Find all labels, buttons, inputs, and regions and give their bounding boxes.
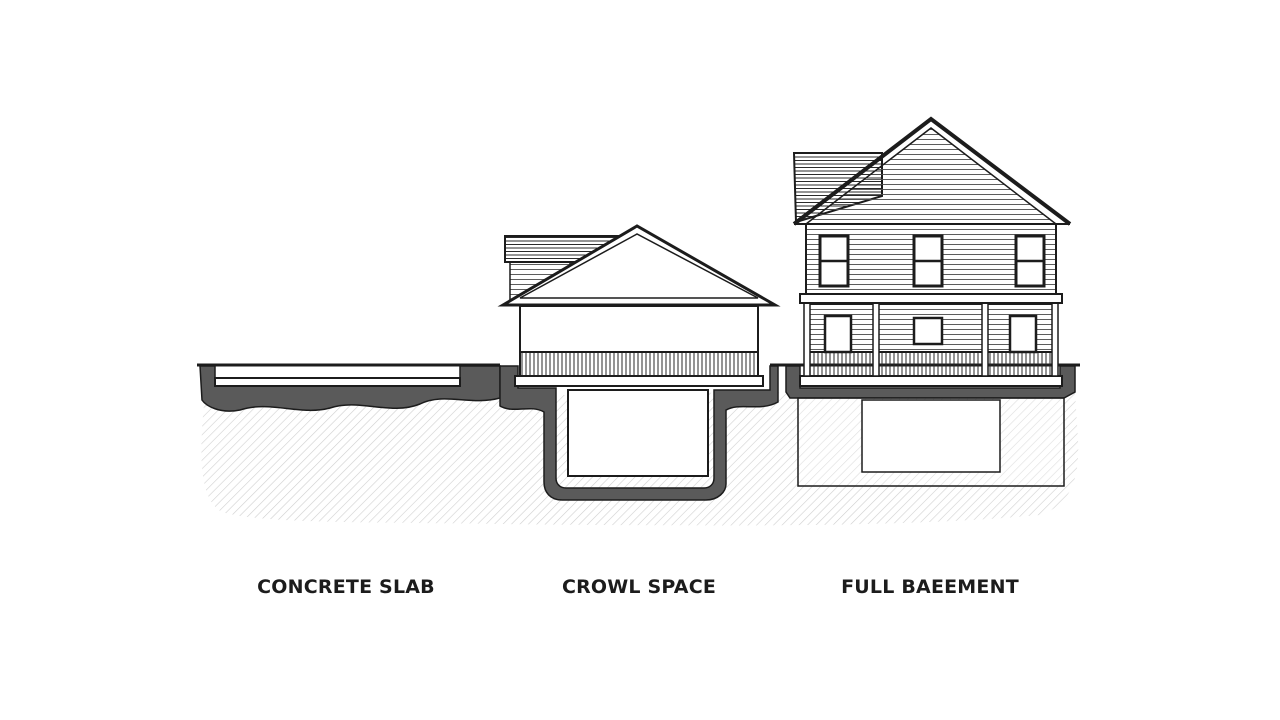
front-door-left [823, 314, 853, 354]
basement-foundation [785, 116, 1076, 487]
porch-railing [805, 351, 1057, 377]
label-crawl-space: CROWL SPACE [561, 576, 717, 598]
crawl-house-wall [519, 305, 759, 353]
porch-beam [799, 293, 1063, 304]
upper-window-left [818, 234, 850, 288]
slab-floor [214, 377, 461, 387]
label-concrete-slab: CONCRETE SLAB [257, 576, 435, 598]
main-gable-roof [792, 116, 1072, 226]
front-window [912, 316, 944, 346]
crawl-space-foundation [497, 224, 781, 501]
porch-post-3 [981, 301, 989, 377]
slab-foundation [199, 365, 501, 412]
crawl-cavity [567, 389, 709, 477]
upper-window-center [912, 234, 944, 288]
label-full-basement: FULL BAEEMENT [841, 576, 1019, 598]
crawl-house-sill [514, 375, 764, 387]
basement-room [861, 399, 1001, 473]
porch-post-4 [1051, 301, 1059, 377]
basement-house-sill [799, 375, 1063, 387]
front-door-right [1008, 314, 1038, 354]
upper-window-right [1014, 234, 1046, 288]
slab-footing [199, 365, 501, 412]
porch-post-1 [803, 301, 811, 377]
crawl-gable-face [519, 233, 759, 299]
crawl-footing-left [499, 365, 779, 501]
crawl-house-skirt [519, 351, 759, 377]
porch-post-2 [872, 301, 880, 377]
